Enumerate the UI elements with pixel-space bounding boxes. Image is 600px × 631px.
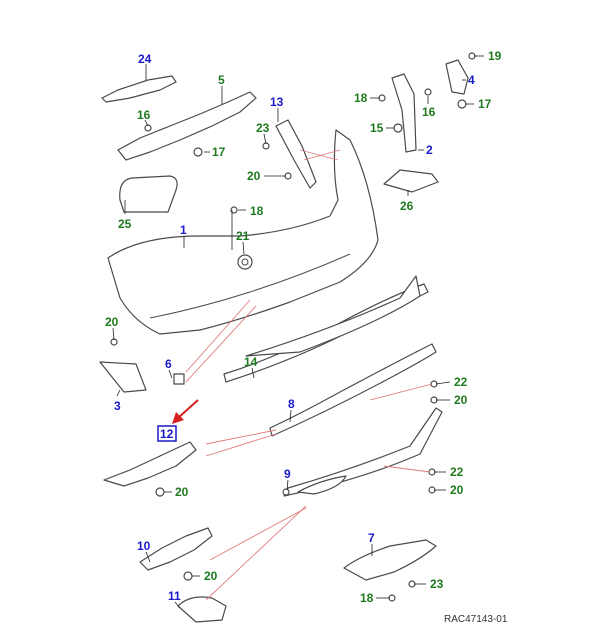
part-diffuser-shape [245, 275, 421, 357]
fastener-icon [424, 88, 432, 96]
label-part-20: 20 [454, 393, 468, 407]
part-11-shape [177, 596, 227, 623]
label-part-19: 19 [488, 49, 502, 63]
fastener-icon [183, 571, 193, 581]
label-part-18: 18 [250, 204, 264, 218]
fastener-icon [155, 487, 165, 497]
part-3-shape [99, 361, 147, 393]
fastener-icon [144, 124, 152, 132]
label-part-17: 17 [212, 145, 226, 159]
part-6-shape [173, 373, 185, 385]
label-part-16: 16 [422, 105, 436, 119]
label-part-25: 25 [118, 217, 132, 231]
part-7-shape [343, 539, 437, 581]
part-9-outlet [297, 475, 347, 495]
part-25-shape [119, 175, 178, 213]
part-12-shape [103, 441, 197, 487]
part-labels: 24 5 16 17 25 13 23 20 18 1 21 19 4 18 1… [105, 49, 502, 605]
label-part-16: 16 [137, 108, 151, 122]
label-part-20: 20 [450, 483, 464, 497]
label-part-22: 22 [454, 375, 468, 389]
part-10-shape [139, 527, 213, 571]
highlight-box [157, 425, 177, 442]
label-part-23: 23 [430, 577, 444, 591]
label-part-20: 20 [247, 169, 261, 183]
part-1-shape [107, 129, 379, 335]
arrow-line [177, 399, 199, 419]
part-21-inner [241, 258, 249, 266]
label-part-14: 14 [244, 355, 258, 369]
label-part-1: 1 [180, 223, 187, 237]
label-part-18: 18 [354, 91, 368, 105]
label-part-7: 7 [368, 531, 375, 545]
label-part-22: 22 [450, 465, 464, 479]
label-part-5: 5 [218, 73, 225, 87]
label-part-10: 10 [137, 539, 151, 553]
label-part-11: 11 [168, 589, 181, 603]
label-part-23: 23 [256, 121, 270, 135]
label-part-24: 24 [138, 52, 152, 66]
pink-leader-lines [185, 149, 433, 601]
arrow-head-icon [172, 412, 184, 424]
label-part-8: 8 [288, 397, 295, 411]
part-8-shape [269, 343, 437, 437]
part-9-shape [283, 407, 443, 497]
label-part-18: 18 [360, 591, 374, 605]
label-part-13: 13 [270, 95, 284, 109]
label-part-20: 20 [105, 315, 119, 329]
fastener-icon [230, 206, 238, 214]
fastener-icon [457, 99, 467, 109]
part-26-shape [383, 169, 439, 193]
part-2-shape [391, 73, 417, 153]
part-24-shape [101, 75, 177, 103]
reference-code: RAC47143-01 [444, 614, 508, 625]
label-part-17: 17 [478, 97, 492, 111]
part-21-shape [237, 254, 253, 270]
label-part-2: 2 [426, 143, 433, 157]
part-5-shape [117, 91, 257, 161]
label-part-4: 4 [468, 73, 475, 87]
fastener-icon [282, 488, 290, 496]
label-part-9: 9 [284, 467, 291, 481]
part-4-shape [445, 59, 469, 95]
part-15-shape [393, 123, 403, 133]
part-13-shape [275, 119, 317, 189]
label-part-20: 20 [175, 485, 189, 499]
label-part-20: 20 [204, 569, 218, 583]
fastener-icon [193, 147, 203, 157]
label-part-15: 15 [370, 121, 384, 135]
label-part-26: 26 [400, 199, 414, 213]
label-part-3: 3 [114, 399, 121, 413]
label-part-21: 21 [236, 229, 250, 243]
part-1-inner [149, 253, 351, 319]
label-leader-lines [112, 55, 484, 609]
label-part-12: 12 [160, 427, 174, 441]
label-part-6: 6 [165, 357, 172, 371]
